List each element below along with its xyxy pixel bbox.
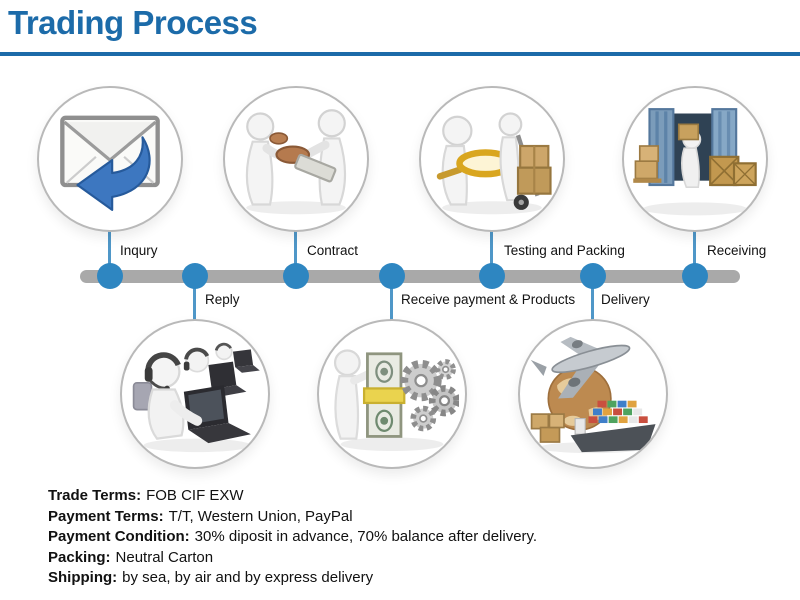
term-row-shipping: Shipping:by sea, by air and by express d… <box>48 568 537 589</box>
connector-delivery <box>591 281 594 321</box>
term-value: Neutral Carton <box>115 548 214 566</box>
term-value: 30% diposit in advance, 70% balance afte… <box>194 528 538 545</box>
term-value: T/T, Western Union, PayPal <box>168 507 353 525</box>
step-image-receiving <box>622 86 768 232</box>
term-row-packing: Packing:Neutral Carton <box>48 548 537 569</box>
timeline-bar <box>80 270 740 283</box>
step-label-reply: Reply <box>205 292 240 307</box>
step-label-inqury: Inqury <box>120 243 158 258</box>
step-image-testing-packing <box>419 86 565 232</box>
step-image-receive-payment <box>317 319 467 469</box>
step-image-delivery <box>518 319 668 469</box>
term-label: Payment Terms: <box>48 507 164 525</box>
stamp-contract-icon <box>245 109 347 215</box>
timeline-dot-receive-payment <box>379 263 405 289</box>
container-unloading-icon <box>633 108 757 216</box>
timeline-dot-receiving <box>682 263 708 289</box>
step-label-receiving: Receiving <box>707 243 767 258</box>
call-center-icon <box>132 342 260 453</box>
term-label: Shipping: <box>48 569 118 586</box>
connector-contract <box>294 231 297 271</box>
step-label-testing-packing: Testing and Packing <box>504 243 625 258</box>
title-underline <box>0 52 800 56</box>
term-row-trade-terms: Trade Terms:FOB CIF EXW <box>48 486 537 507</box>
step-image-reply <box>120 319 270 469</box>
timeline-dot-delivery <box>580 263 606 289</box>
term-label: Trade Terms: <box>48 487 142 504</box>
term-value: FOB CIF EXW <box>146 487 244 504</box>
airplane-globe-ship-icon <box>530 336 656 454</box>
terms-block: Trade Terms:FOB CIF EXW Payment Terms:T/… <box>48 486 537 589</box>
step-label-contract: Contract <box>307 243 359 258</box>
connector-inqury <box>108 231 111 271</box>
connector-receiving <box>693 231 696 271</box>
timeline-dot-reply <box>182 263 208 289</box>
term-label: Payment Condition: <box>48 528 190 545</box>
connector-testing-packing <box>490 231 493 271</box>
inspection-handtruck-icon <box>436 112 552 215</box>
envelope-reply-icon <box>60 115 160 211</box>
connector-reply <box>193 281 196 321</box>
step-image-inqury <box>37 86 183 232</box>
term-label: Packing: <box>48 548 111 566</box>
step-label-delivery: Delivery <box>601 292 650 307</box>
timeline-dot-testing-packing <box>479 263 505 289</box>
connector-receive-payment <box>390 281 393 321</box>
step-image-contract <box>223 86 369 232</box>
term-row-payment-condition: Payment Condition:30% diposit in advance… <box>48 527 537 548</box>
page-title: Trading Process <box>8 4 258 41</box>
step-label-receive-payment: Receive payment & Products <box>401 292 576 307</box>
term-value: by sea, by air and by express delivery <box>122 569 374 586</box>
money-gears-icon <box>333 349 459 451</box>
timeline-dot-contract <box>283 263 309 289</box>
timeline-dot-inqury <box>97 263 123 289</box>
term-row-payment-terms: Payment Terms:T/T, Western Union, PayPal <box>48 507 537 528</box>
